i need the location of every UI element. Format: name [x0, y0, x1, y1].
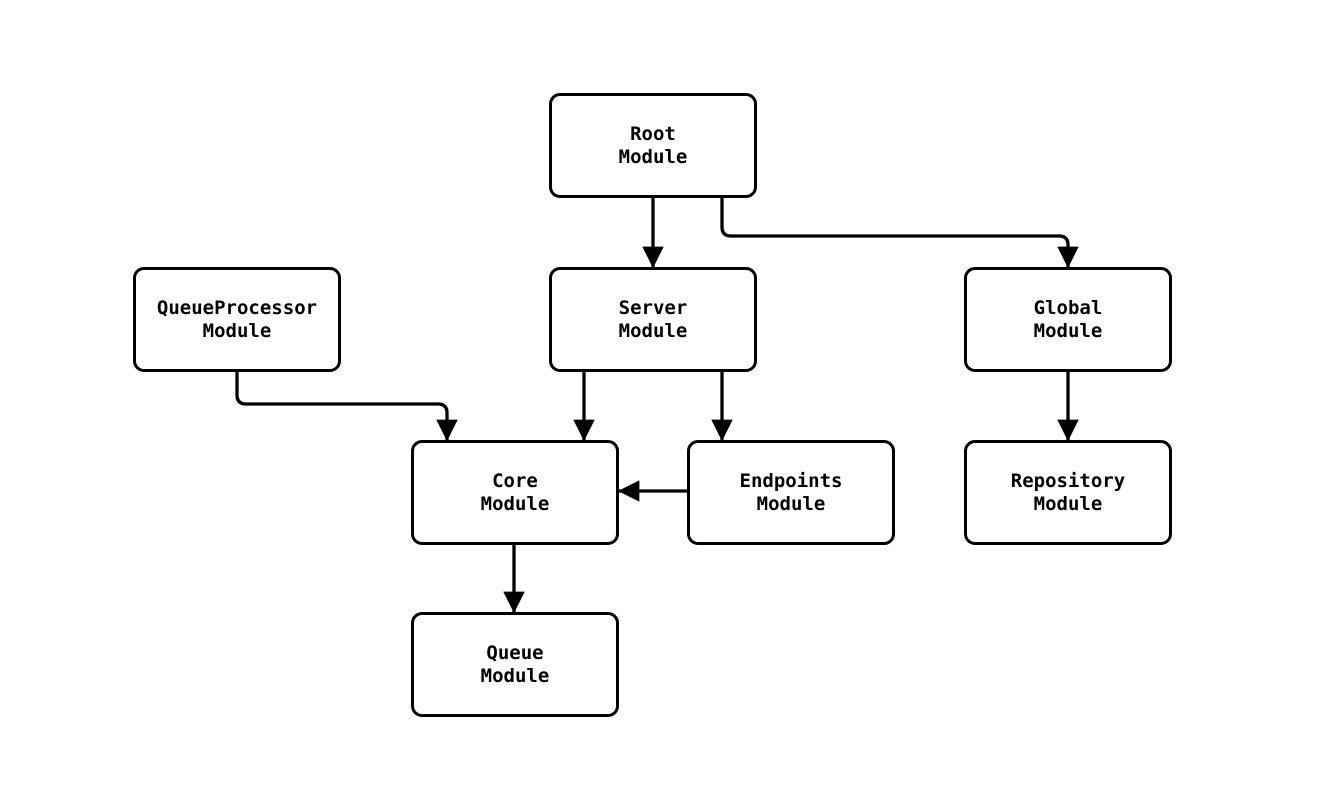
node-queue-processor-module: QueueProcessor Module [133, 267, 341, 372]
node-global-module: Global Module [964, 267, 1172, 372]
node-root-module: Root Module [549, 93, 757, 198]
node-queue-label: Queue Module [480, 641, 550, 687]
node-endpoints-label: Endpoints Module [739, 469, 843, 515]
node-server-label: Server Module [618, 296, 688, 342]
node-core-module: Core Module [411, 440, 619, 545]
node-queue-module: Queue Module [411, 612, 619, 717]
node-core-label: Core Module [480, 469, 550, 515]
edge-queue-processor-to-core [235, 372, 458, 442]
node-repository-module: Repository Module [964, 440, 1172, 545]
node-repository-label: Repository Module [1010, 469, 1126, 515]
node-server-module: Server Module [549, 267, 757, 372]
node-root-label: Root Module [618, 122, 688, 168]
edges-group [235, 198, 1079, 614]
node-queue-processor-label: QueueProcessor Module [156, 296, 318, 342]
node-endpoints-module: Endpoints Module [687, 440, 895, 545]
edge-root-to-global [720, 198, 1079, 269]
node-global-label: Global Module [1033, 296, 1103, 342]
